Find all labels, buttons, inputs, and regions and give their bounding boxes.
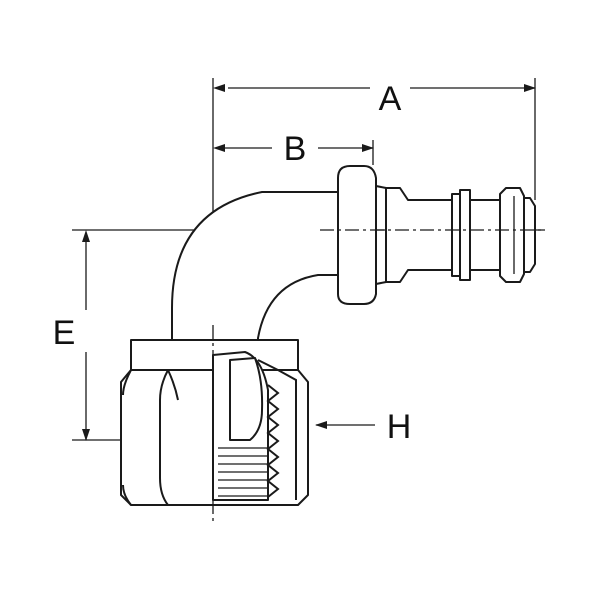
hex-nut [120, 339, 309, 506]
dimension-label-h: H [387, 408, 412, 446]
dimension-label-b: B [284, 130, 307, 168]
barb-ring-3 [499, 187, 525, 283]
dimension-label-e: E [53, 314, 76, 352]
hose-barb-stem [385, 187, 536, 283]
dim-b-arrow-left [213, 144, 225, 152]
barb-tip [523, 197, 536, 273]
collar [337, 165, 387, 305]
barb-ring-2 [459, 189, 471, 281]
dim-e-arrow-top [82, 230, 90, 242]
nut-face-line-1 [159, 369, 169, 506]
barb-ring-1 [451, 193, 461, 277]
nut-section-seat [229, 357, 264, 441]
nut-thread-profile [266, 384, 280, 498]
barb-shank [469, 199, 501, 271]
nut-thread-lines [218, 447, 268, 497]
dim-a-arrow-left [213, 84, 225, 92]
elbow-tube [171, 191, 346, 341]
dimension-label-a: A [379, 80, 402, 118]
